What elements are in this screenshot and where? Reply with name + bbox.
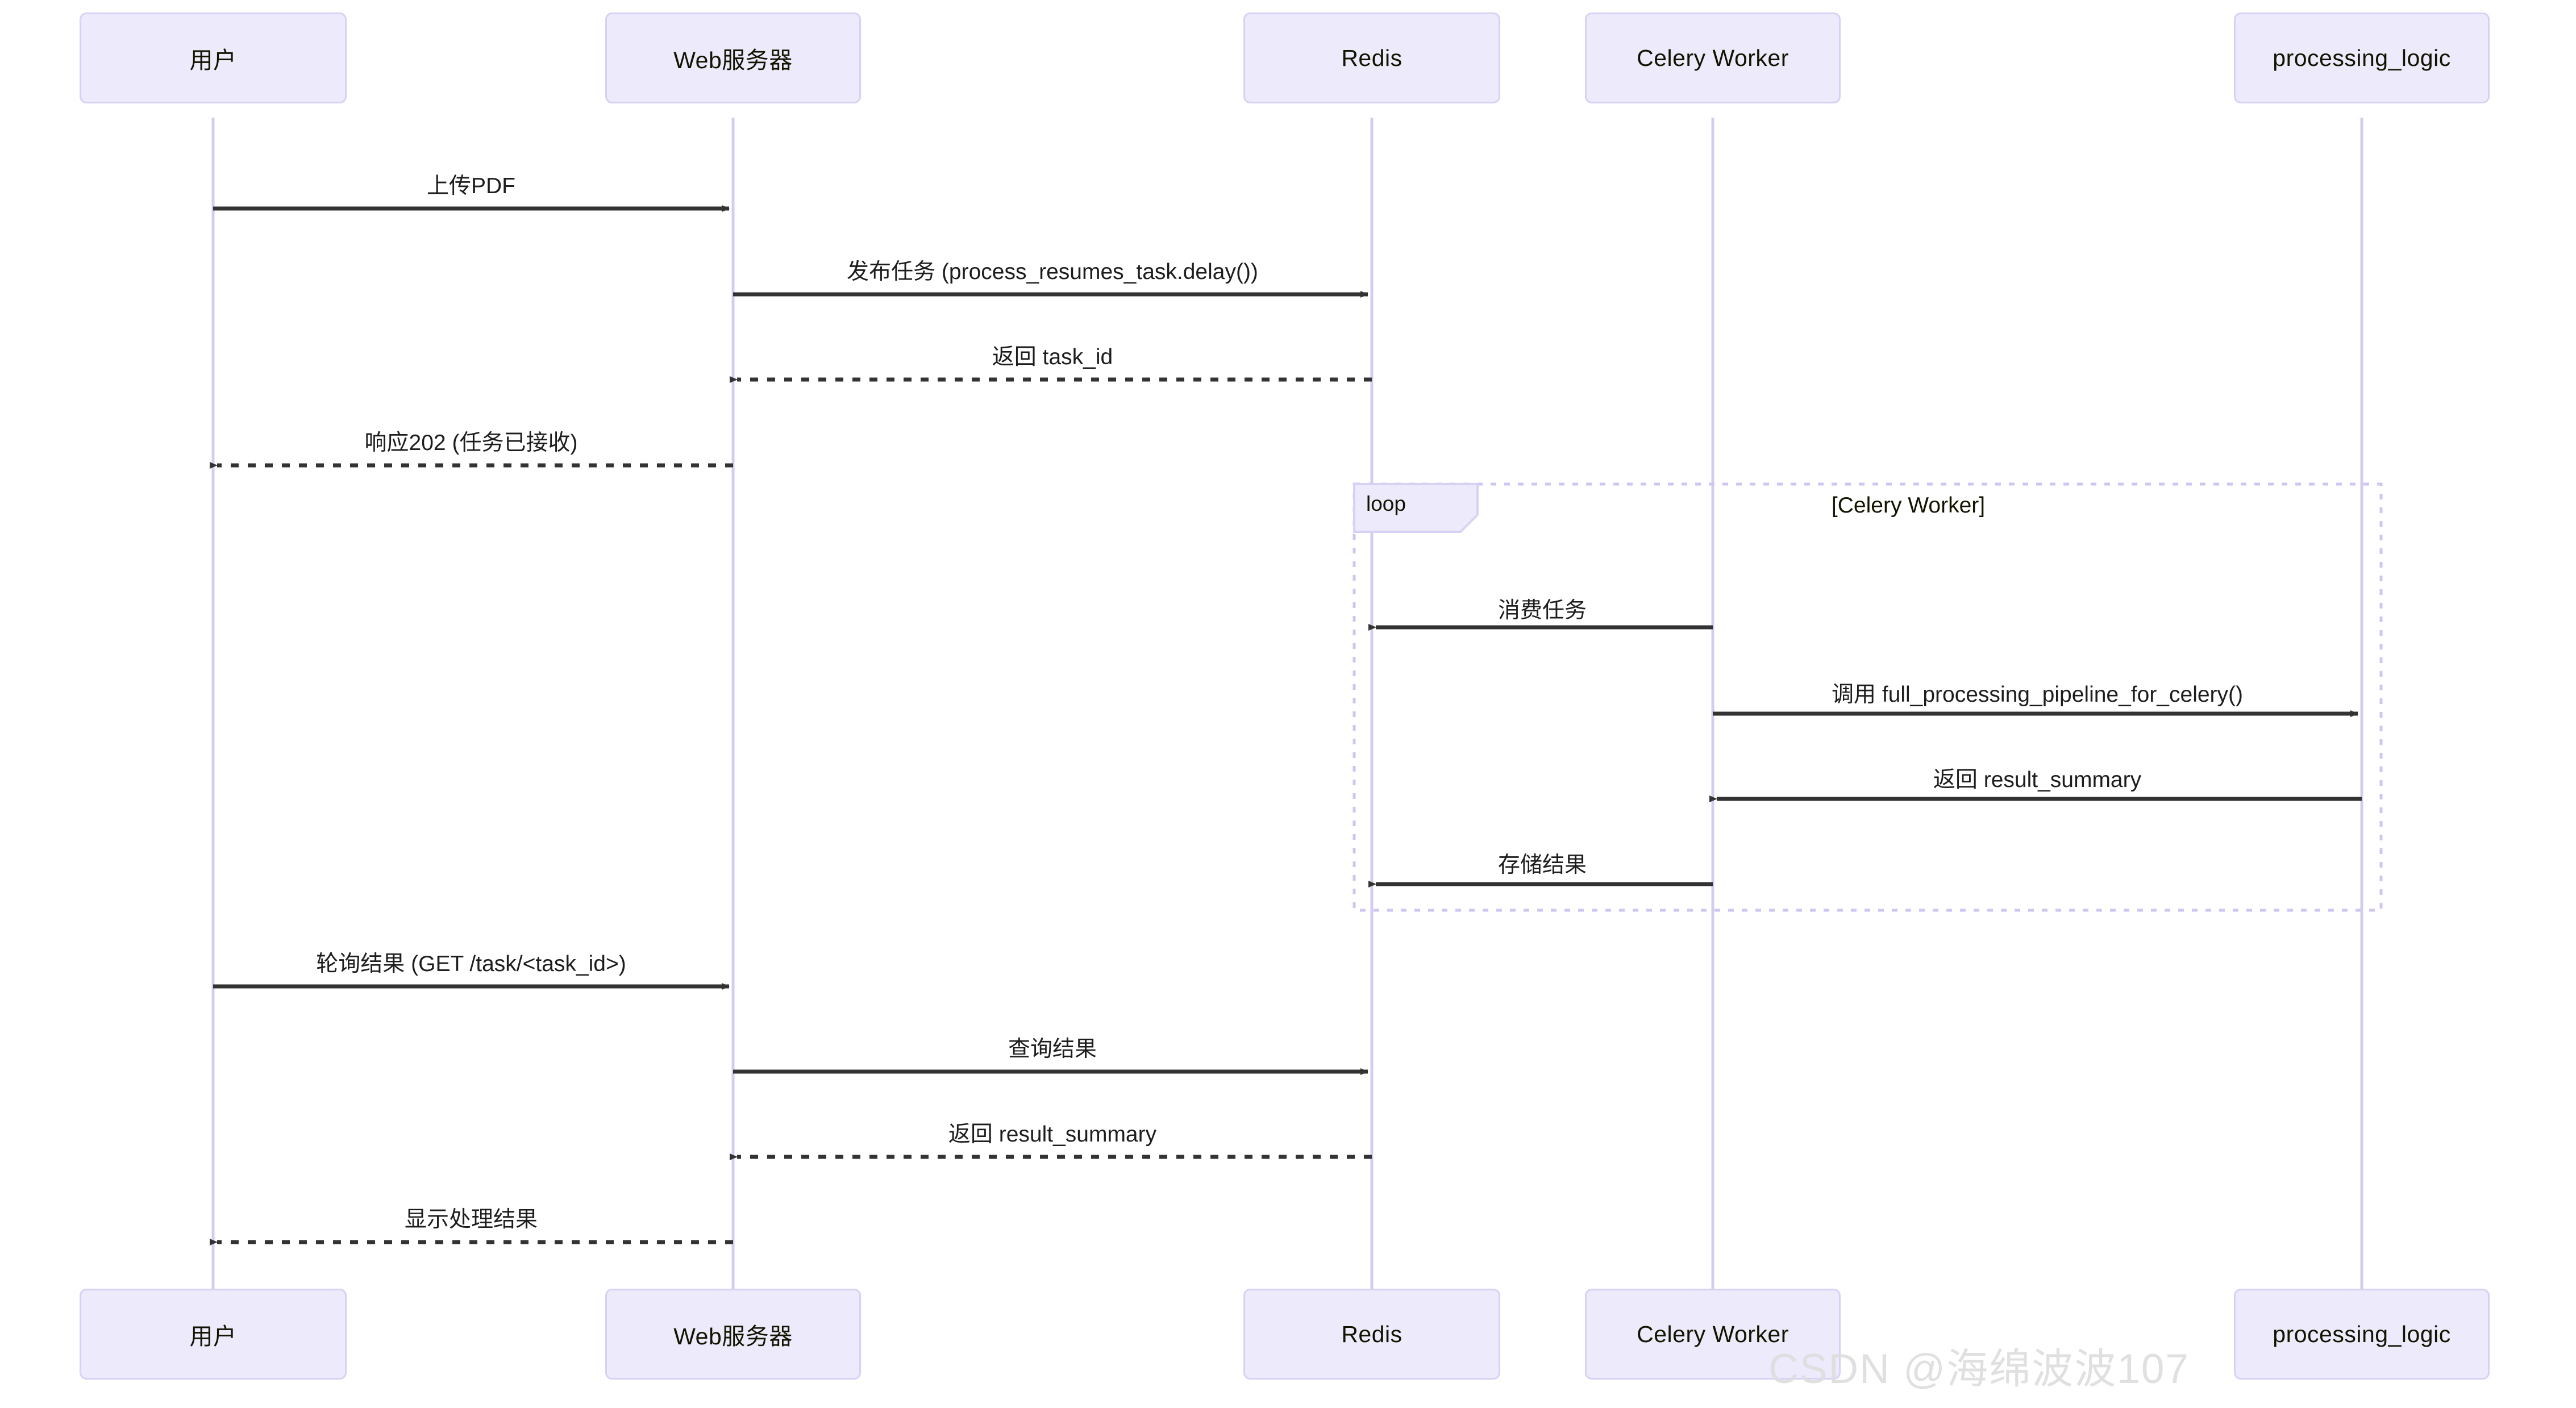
participant-top-celery[interactable]: Celery Worker bbox=[1585, 13, 1841, 103]
message-label-2: 返回 task_id bbox=[992, 345, 1113, 369]
participant-label: Redis bbox=[1341, 1320, 1403, 1347]
participant-label: Celery Worker bbox=[1637, 44, 1789, 71]
csdn-watermark: CSDN @海绵波波107 bbox=[1768, 1346, 2190, 1392]
lifelines bbox=[211, 118, 2363, 1289]
participant-label: Celery Worker bbox=[1637, 1320, 1789, 1347]
message-label-0: 上传PDF bbox=[426, 174, 516, 198]
participant-top-redis[interactable]: Redis bbox=[1243, 13, 1500, 103]
message-label-1: 发布任务 (process_resumes_task.delay()) bbox=[847, 260, 1258, 284]
participant-label: Web服务器 bbox=[673, 47, 793, 73]
participant-bottom-redis[interactable]: Redis bbox=[1243, 1289, 1500, 1380]
loop-keyword-label: loop bbox=[1366, 492, 1406, 515]
participant-bottom-user[interactable]: 用户 bbox=[80, 1289, 347, 1380]
participant-bottom-celery[interactable]: Celery Worker bbox=[1585, 1289, 1841, 1380]
loop-fragment-box bbox=[1352, 482, 2383, 912]
participant-label: 用户 bbox=[189, 1323, 237, 1349]
message-label-7: 存储结果 bbox=[1497, 853, 1587, 877]
message-label-3: 响应202 (任务已接收) bbox=[364, 431, 578, 455]
message-label-6: 返回 result_summary bbox=[1933, 768, 2142, 792]
participant-top-web[interactable]: Web服务器 bbox=[605, 13, 861, 103]
participant-label: processing_logic bbox=[2273, 1320, 2451, 1347]
message-label-5: 调用 full_processing_pipeline_for_celery() bbox=[1831, 682, 2244, 707]
message-label-4: 消费任务 bbox=[1497, 598, 1587, 623]
loop-keyword-tag-shape bbox=[1353, 483, 1479, 533]
message-label-11: 显示处理结果 bbox=[404, 1207, 538, 1232]
loop-condition-label: [Celery Worker] bbox=[1831, 493, 1986, 518]
message-label-9: 查询结果 bbox=[1008, 1037, 1097, 1061]
participant-label: 用户 bbox=[189, 47, 237, 73]
participant-label: Web服务器 bbox=[673, 1323, 793, 1349]
message-label-10: 返回 result_summary bbox=[948, 1122, 1157, 1147]
participant-label: processing_logic bbox=[2273, 44, 2451, 71]
message-arrows bbox=[210, 205, 2362, 1245]
participant-top-user[interactable]: 用户 bbox=[80, 13, 347, 103]
participant-bottom-processing-logic[interactable]: processing_logic bbox=[2234, 1289, 2490, 1380]
participant-label: Redis bbox=[1341, 44, 1403, 71]
participant-bottom-web[interactable]: Web服务器 bbox=[605, 1289, 861, 1380]
message-label-8: 轮询结果 (GET /task/<task_id>) bbox=[316, 952, 626, 976]
participant-top-processing-logic[interactable]: processing_logic bbox=[2234, 13, 2490, 103]
